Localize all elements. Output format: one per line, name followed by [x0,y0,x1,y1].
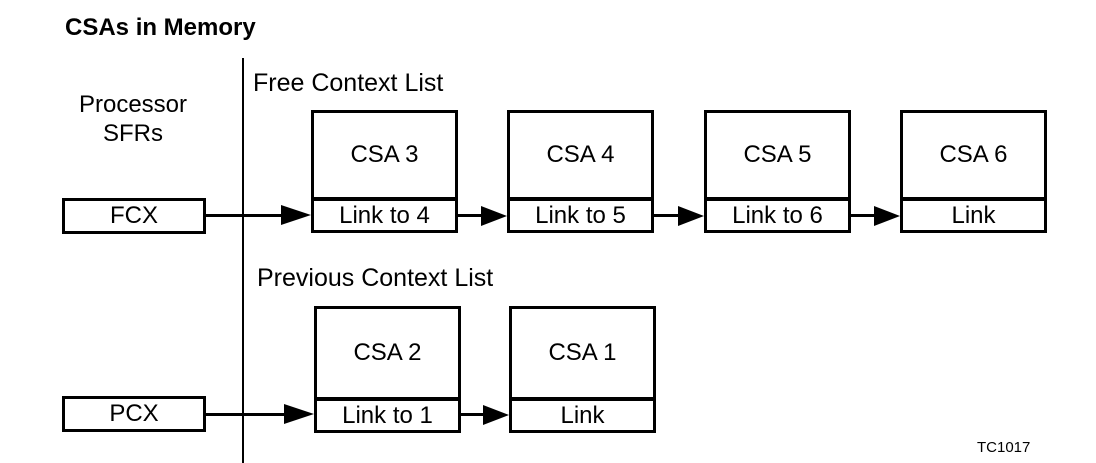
free-context-list-label: Free Context List [253,69,444,97]
csa5-name: CSA 5 [743,141,812,168]
arrow-csa2-to-csa1 [461,404,509,425]
csa6-name: CSA 6 [939,141,1008,168]
csa1-link-word: Link [509,397,656,433]
csa3-node: CSA 3 Link to 4 [311,110,458,233]
csa5-link-word: Link to 6 [704,197,851,233]
csa3-name: CSA 3 [350,141,419,168]
arrowhead-right-icon [281,205,311,225]
processor-sfrs-label: Processor SFRs [53,90,213,148]
csa5-node: CSA 5 Link to 6 [704,110,851,233]
arrowhead-right-icon [481,205,507,226]
processor-label-line1: Processor [78,91,188,118]
csa4-name: CSA 4 [546,141,615,168]
arrow-line [850,214,876,217]
arrowhead-right-icon [678,205,704,226]
arrowhead-right-icon [874,205,900,226]
diagram-title: CSAs in Memory [65,14,256,41]
arrow-line [461,413,485,416]
arrowhead-right-icon [483,404,509,425]
arrow-line [653,214,680,217]
processor-label-line2: SFRs [103,120,163,147]
arrow-csa3-to-csa4 [458,205,507,226]
arrow-csa4-to-csa5 [653,205,704,226]
csa6-node: CSA 6 Link [900,110,1047,233]
pcx-register-label: PCX [109,400,159,427]
arrow-line [206,413,286,416]
csa2-name: CSA 2 [353,339,422,366]
csa4-link-word: Link to 5 [507,197,654,233]
fcx-register-label: FCX [110,202,158,229]
csa1-name: CSA 1 [548,339,617,366]
arrowhead-right-icon [284,404,314,424]
pcx-register-box: PCX [62,396,206,432]
arrow-line [458,214,483,217]
arrow-pcx-to-csa2 [206,404,314,425]
figure-code-label: TC1017 [977,439,1031,456]
sfr-memory-divider-line [242,58,244,463]
arrow-line [203,214,283,217]
csa6-link-word: Link [900,197,1047,233]
arrow-fcx-to-csa3 [203,205,311,226]
arrow-csa5-to-csa6 [850,205,900,226]
previous-context-list-label: Previous Context List [257,264,494,292]
csa2-link-word: Link to 1 [314,397,461,433]
csa1-node: CSA 1 Link [509,306,656,433]
csa3-link-word: Link to 4 [311,197,458,233]
csa4-node: CSA 4 Link to 5 [507,110,654,233]
csa2-node: CSA 2 Link to 1 [314,306,461,433]
fcx-register-box: FCX [62,198,206,234]
